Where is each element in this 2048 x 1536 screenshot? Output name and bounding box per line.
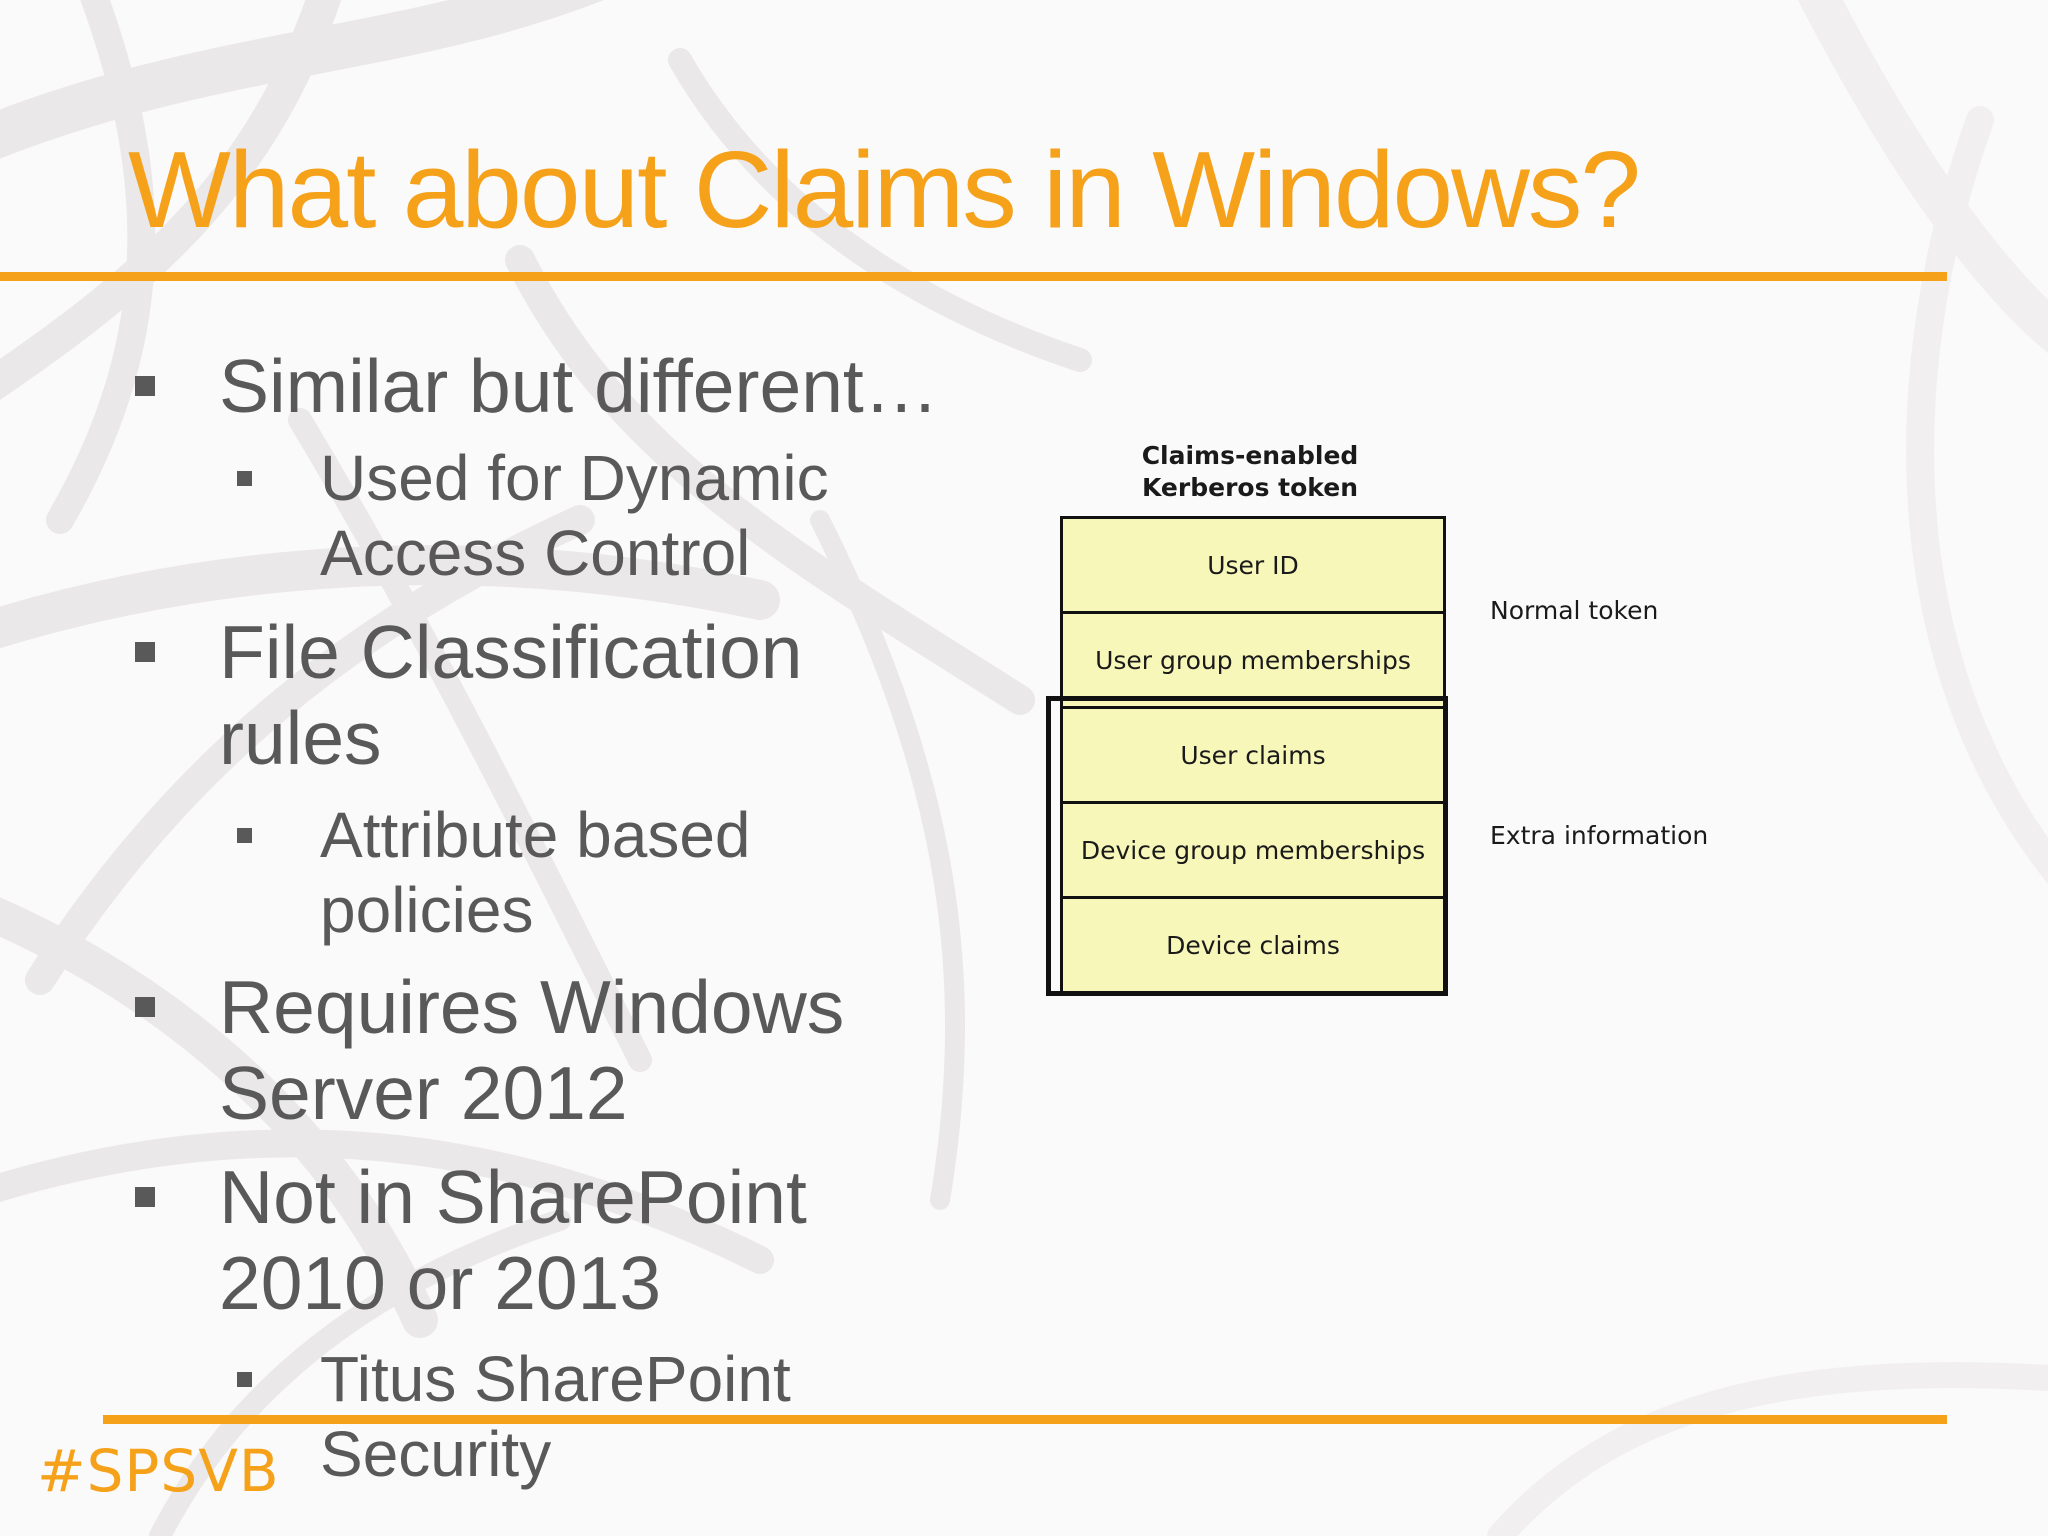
bullet-line: Security	[320, 1418, 552, 1490]
bullet-item: Similar but different…	[135, 343, 939, 429]
bullet-line: Attribute based	[320, 799, 751, 871]
bullet-line: rules	[219, 696, 382, 780]
bullet-line: policies	[320, 874, 534, 946]
bullet-line: Requires Windows	[219, 965, 845, 1049]
bullet-marker	[135, 1187, 155, 1207]
bullet-marker	[135, 642, 155, 662]
title-underline	[0, 272, 1947, 281]
token-row-user-id: User ID	[1063, 519, 1443, 614]
bullet-line: Server 2012	[219, 1051, 628, 1135]
normal-token-label: Normal token	[1490, 596, 1659, 625]
extra-information-frame	[1046, 696, 1448, 996]
bullet-marker	[135, 997, 155, 1017]
event-hashtag: #SPSVB	[37, 1437, 280, 1505]
bullet-line: File Classification	[219, 610, 803, 694]
sub-bullet-marker	[237, 828, 252, 843]
sub-bullet-item: Titus SharePoint Security	[237, 1342, 791, 1492]
bullet-item: File Classification rules	[135, 609, 803, 781]
sub-bullet-marker	[237, 1372, 252, 1387]
bullet-marker	[135, 376, 155, 396]
bullet-line: 2010 or 2013	[219, 1241, 662, 1325]
bullet-line: Titus SharePoint	[320, 1343, 791, 1415]
sub-bullet-item: Attribute based policies	[237, 798, 751, 948]
token-row-user-group-memberships: User group memberships	[1063, 614, 1443, 709]
slide-title: What about Claims in Windows?	[128, 129, 1641, 251]
kerberos-token-diagram: Claims-enabled Kerberos token User ID Us…	[1040, 440, 1740, 1020]
sub-bullet-marker	[237, 471, 252, 486]
bullet-line: Not in SharePoint	[219, 1155, 807, 1239]
bullet-item: Not in SharePoint 2010 or 2013	[135, 1154, 807, 1326]
bullet-item: Requires Windows Server 2012	[135, 964, 845, 1136]
diagram-title-line: Kerberos token	[1142, 473, 1358, 502]
sub-bullet-item: Used for Dynamic Access Control	[237, 441, 829, 591]
diagram-title: Claims-enabled Kerberos token	[1040, 440, 1460, 504]
footer-rule	[103, 1415, 1947, 1424]
diagram-title-line: Claims-enabled	[1141, 441, 1359, 470]
extra-information-label: Extra information	[1490, 821, 1709, 850]
bullet-line: Access Control	[320, 517, 751, 589]
token-row-user-claims: User claims	[1063, 709, 1443, 804]
bullet-line: Similar but different…	[219, 344, 939, 428]
bullet-line: Used for Dynamic	[320, 442, 829, 514]
token-row-device-group-memberships: Device group memberships	[1063, 804, 1443, 899]
bullet-list: Similar but different… Used for Dynamic …	[0, 0, 1000, 1536]
